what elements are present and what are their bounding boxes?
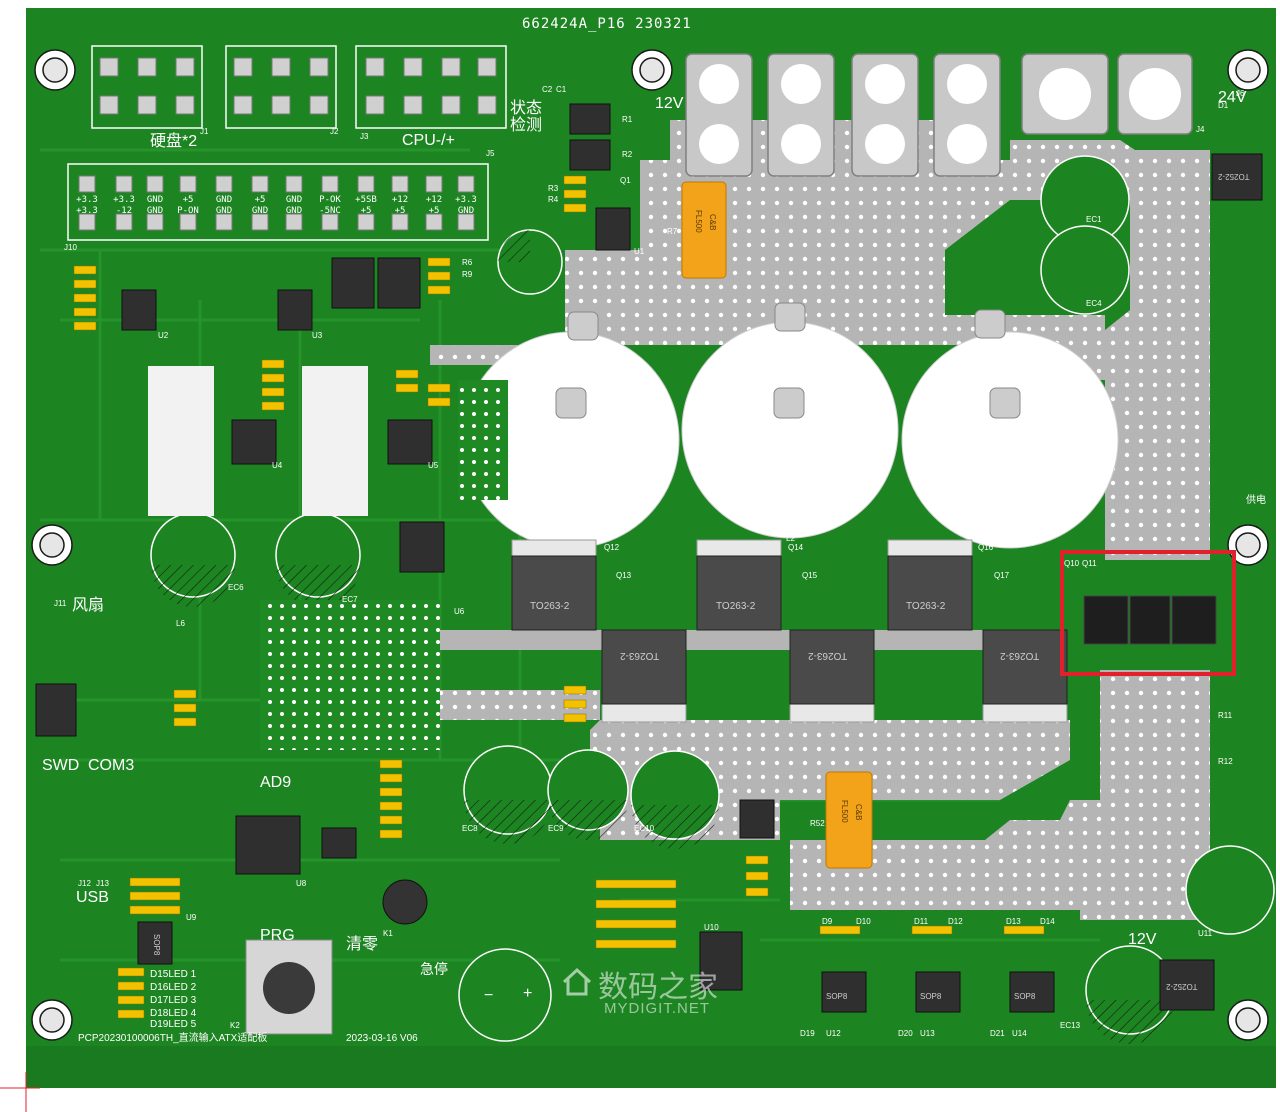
ic-packages — [35, 103, 1263, 1013]
header-pads — [99, 57, 497, 115]
via-field — [260, 600, 440, 750]
inductors — [681, 181, 873, 869]
pin-headers — [67, 45, 507, 241]
mounting-holes — [31, 49, 1269, 1041]
highlighted-mosfets — [1083, 595, 1217, 645]
bulk-capacitors — [462, 302, 1119, 549]
board-edge-bottom — [26, 1046, 1276, 1088]
via-field-2 — [458, 380, 508, 500]
passive-pads — [73, 175, 1045, 1019]
power-terminals — [685, 53, 1193, 177]
hatch-halves — [151, 230, 1174, 1044]
atx-header-pads — [78, 175, 475, 231]
tactile-button-body — [245, 939, 333, 1035]
to263-packages — [511, 539, 1068, 723]
shunt-footprints — [148, 366, 368, 516]
origin-marker — [0, 1072, 40, 1112]
